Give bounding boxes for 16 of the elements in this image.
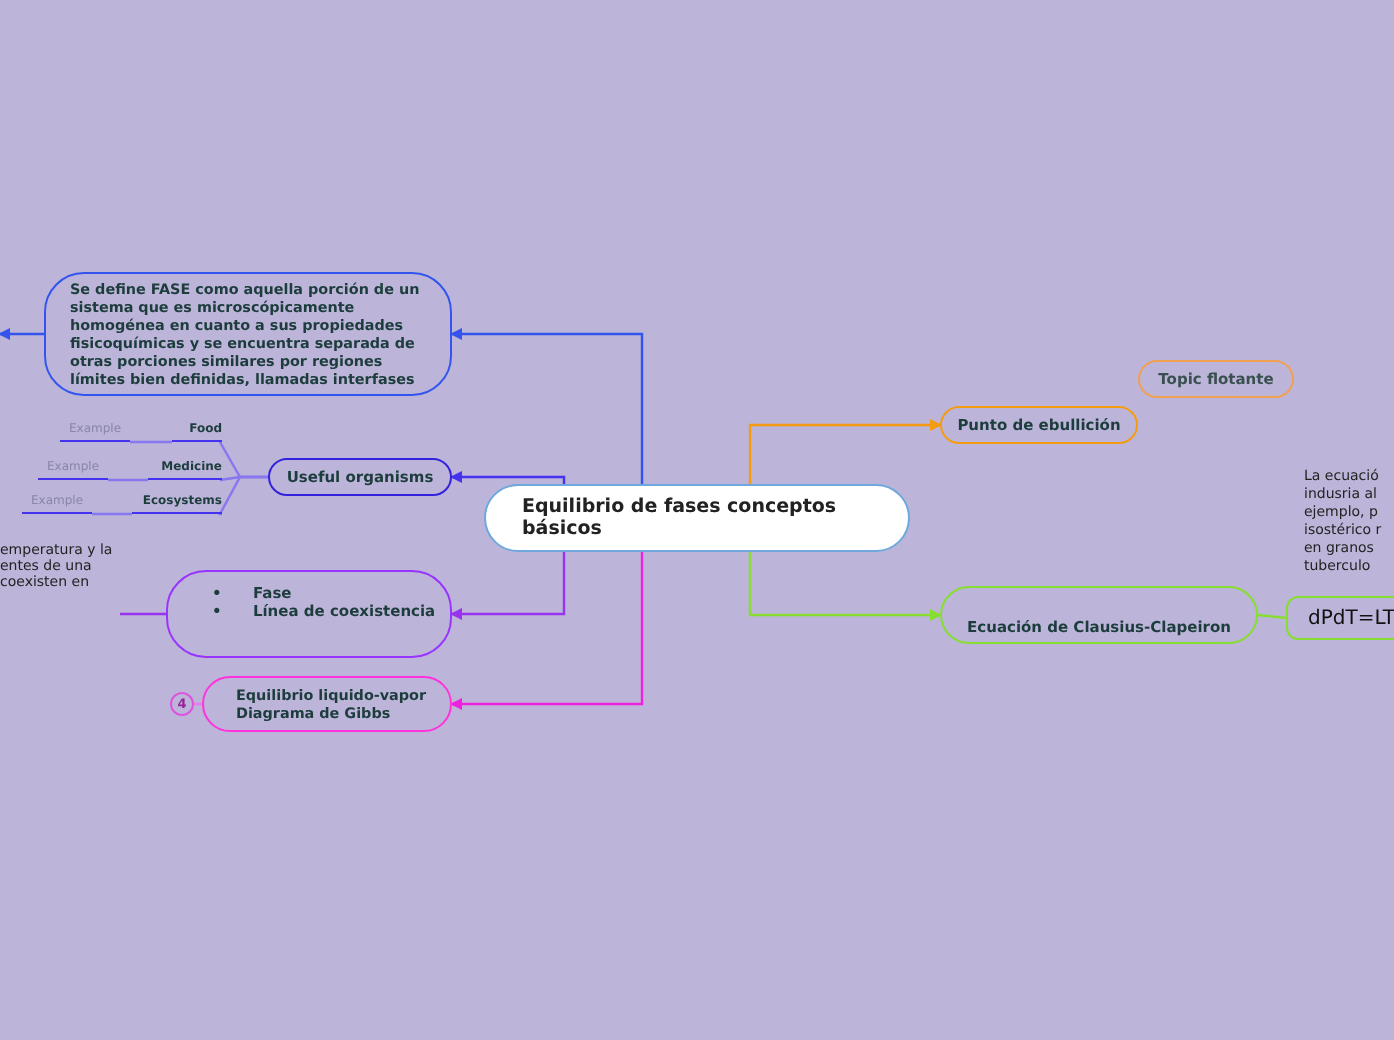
connector-line — [92, 512, 132, 516]
topic-box — [166, 570, 452, 658]
arrow — [450, 471, 566, 484]
connector-line — [130, 440, 172, 444]
topic-box: Equilibrio de fases conceptos básicos — [484, 484, 910, 552]
connector-line — [1257, 613, 1287, 620]
connector-line — [108, 478, 148, 482]
arrow — [450, 552, 566, 620]
arrow — [0, 328, 44, 340]
arrow — [450, 552, 644, 710]
connector-line — [120, 612, 166, 616]
arrow — [450, 328, 644, 484]
arrow — [748, 419, 942, 484]
connector-line — [194, 702, 202, 706]
arrow — [748, 552, 942, 621]
connector-line — [218, 475, 268, 516]
